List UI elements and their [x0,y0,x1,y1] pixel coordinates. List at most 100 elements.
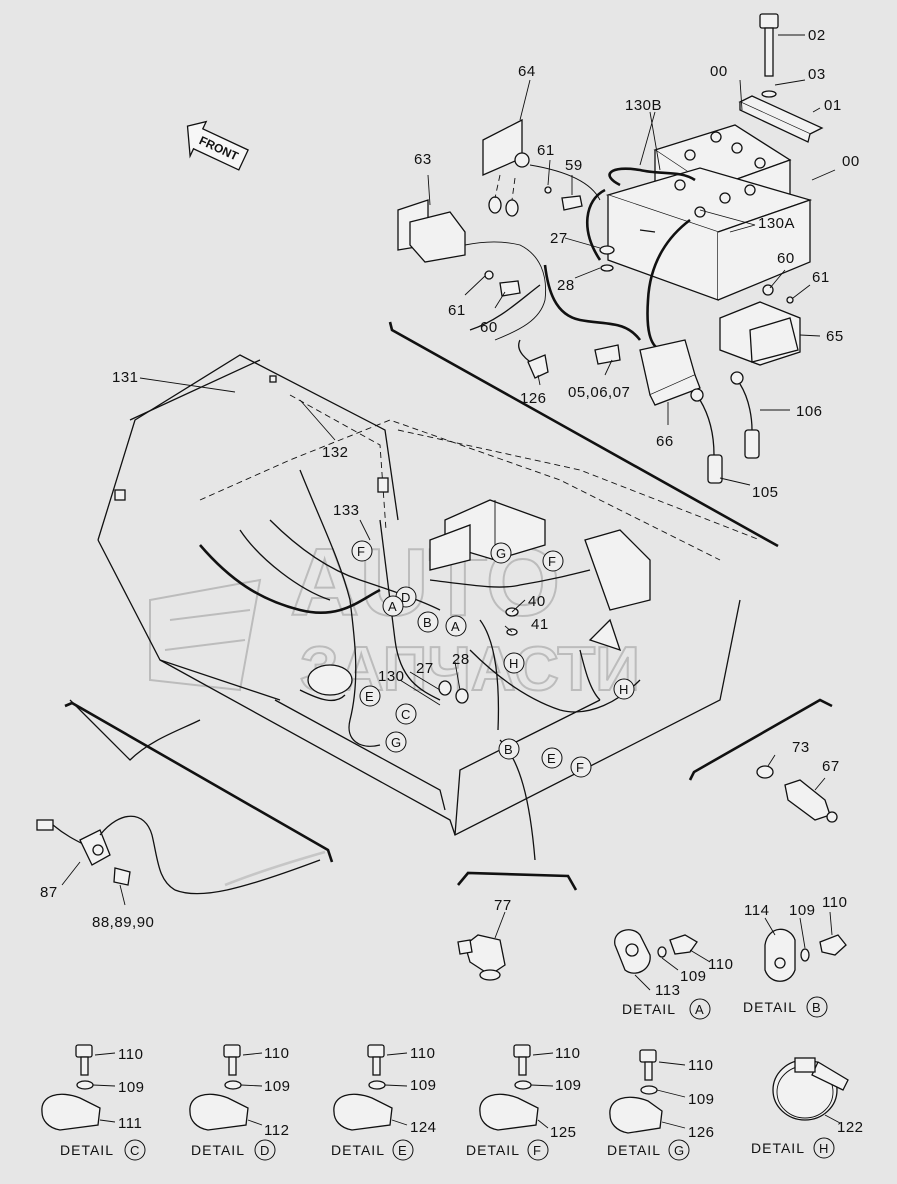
callout-05-06-07: 05,06,07 [568,384,630,401]
svg-text:F: F [576,760,584,775]
callout-109-g: 109 [688,1091,715,1108]
callout-126-g: 126 [688,1124,715,1141]
callout-133: 133 [333,502,360,519]
callout-109-b: 109 [789,902,816,919]
detail-g-label: DETAIL [607,1142,661,1158]
svg-text:A: A [451,619,460,634]
callout-110-d: 110 [264,1045,289,1062]
svg-text:C: C [401,707,410,722]
callout-109-f: 109 [555,1077,582,1094]
callout-132: 132 [322,444,349,461]
svg-text:E: E [398,1143,407,1158]
callout-03: 03 [808,66,826,83]
callout-105: 105 [752,484,779,501]
callout-114: 114 [744,902,769,919]
svg-text:ЗАПЧАСТИ: ЗАПЧАСТИ [300,635,640,704]
callout-60-right: 60 [777,250,795,267]
detail-g-clamp [609,1049,686,1134]
callout-110-f: 110 [555,1045,580,1062]
callout-109-d: 109 [264,1078,291,1095]
callout-112: 112 [264,1122,289,1139]
detail-f-label: DETAIL [466,1142,520,1158]
callout-106: 106 [796,403,823,420]
callout-27-top: 27 [550,230,568,247]
sensor-87 [36,815,326,906]
svg-text:H: H [619,682,628,697]
detail-captions: DETAIL A DETAIL B DETAIL C DETAIL D DETA… [60,996,835,1161]
callout-130b: 130B [625,97,662,114]
detail-e-label: DETAIL [331,1142,385,1158]
callout-67: 67 [822,758,840,775]
callout-122: 122 [837,1119,864,1136]
callout-109-c: 109 [118,1079,145,1096]
svg-text:H: H [819,1141,828,1156]
detail-b-clamp [764,911,847,982]
callout-00-front: 00 [842,153,860,170]
svg-text:C: C [130,1143,139,1158]
callout-61-left: 61 [448,302,466,319]
detail-c-label: DETAIL [60,1142,114,1158]
callout-01: 01 [824,97,842,114]
callout-28-mid: 28 [452,651,470,668]
callout-113: 113 [655,982,680,999]
callout-59: 59 [565,157,583,174]
front-arrow-icon: FRONT [186,120,249,171]
section-bracket-right [688,698,833,781]
callout-41: 41 [531,616,549,633]
svg-text:B: B [423,615,432,630]
detail-a-label: DETAIL [622,1001,676,1017]
callout-61-top: 61 [537,142,555,159]
section-bracket-left [64,701,334,863]
callout-66: 66 [656,433,674,450]
detail-h-cable-tie [772,1057,849,1124]
detail-e-clamp [333,1044,408,1131]
callout-63: 63 [414,151,432,168]
callout-110-e: 110 [410,1045,435,1062]
svg-text:G: G [674,1143,684,1158]
svg-text:F: F [533,1143,541,1158]
svg-text:G: G [391,735,401,750]
svg-text:F: F [357,544,365,559]
svg-text:H: H [509,656,518,671]
callout-27-mid: 27 [416,660,434,677]
sensor-77 [457,911,506,981]
svg-text:F: F [548,554,556,569]
svg-text:D: D [401,590,410,605]
callout-61-right: 61 [812,269,830,286]
svg-text:E: E [547,751,556,766]
callout-40: 40 [528,593,546,610]
callout-77: 77 [494,897,512,914]
detail-b-label: DETAIL [743,999,797,1015]
svg-text:B: B [504,742,513,757]
callout-130: 130 [378,668,405,685]
circled-markers: F D G F A B A H E C G H B E F [351,540,635,778]
svg-text:D: D [260,1143,269,1158]
callout-88-89-90: 88,89,90 [92,914,154,931]
callout-126-top: 126 [520,390,547,407]
cab-harness [69,354,761,861]
callout-124: 124 [410,1119,437,1136]
callout-64: 64 [518,63,536,80]
section-bracket-top [388,321,779,548]
detail-f-clamp [479,1044,554,1131]
callout-110-b: 110 [822,894,847,911]
section-bracket-77 [457,871,578,891]
detail-d-clamp [189,1044,263,1131]
callout-73: 73 [792,739,810,756]
svg-text:A: A [388,599,397,614]
detail-d-label: DETAIL [191,1142,245,1158]
callout-125: 125 [550,1124,577,1141]
callout-109-a: 109 [680,968,707,985]
detail-c-clamp [41,1044,116,1131]
callout-110-a: 110 [708,956,733,973]
detail-a-clamp [614,929,711,991]
battery-assembly [397,13,836,486]
callout-02: 02 [808,27,826,44]
svg-text:A: A [695,1002,704,1017]
callout-110-c: 110 [118,1046,143,1063]
callout-131: 131 [112,369,139,386]
callout-65: 65 [826,328,844,345]
callout-109-e: 109 [410,1077,437,1094]
